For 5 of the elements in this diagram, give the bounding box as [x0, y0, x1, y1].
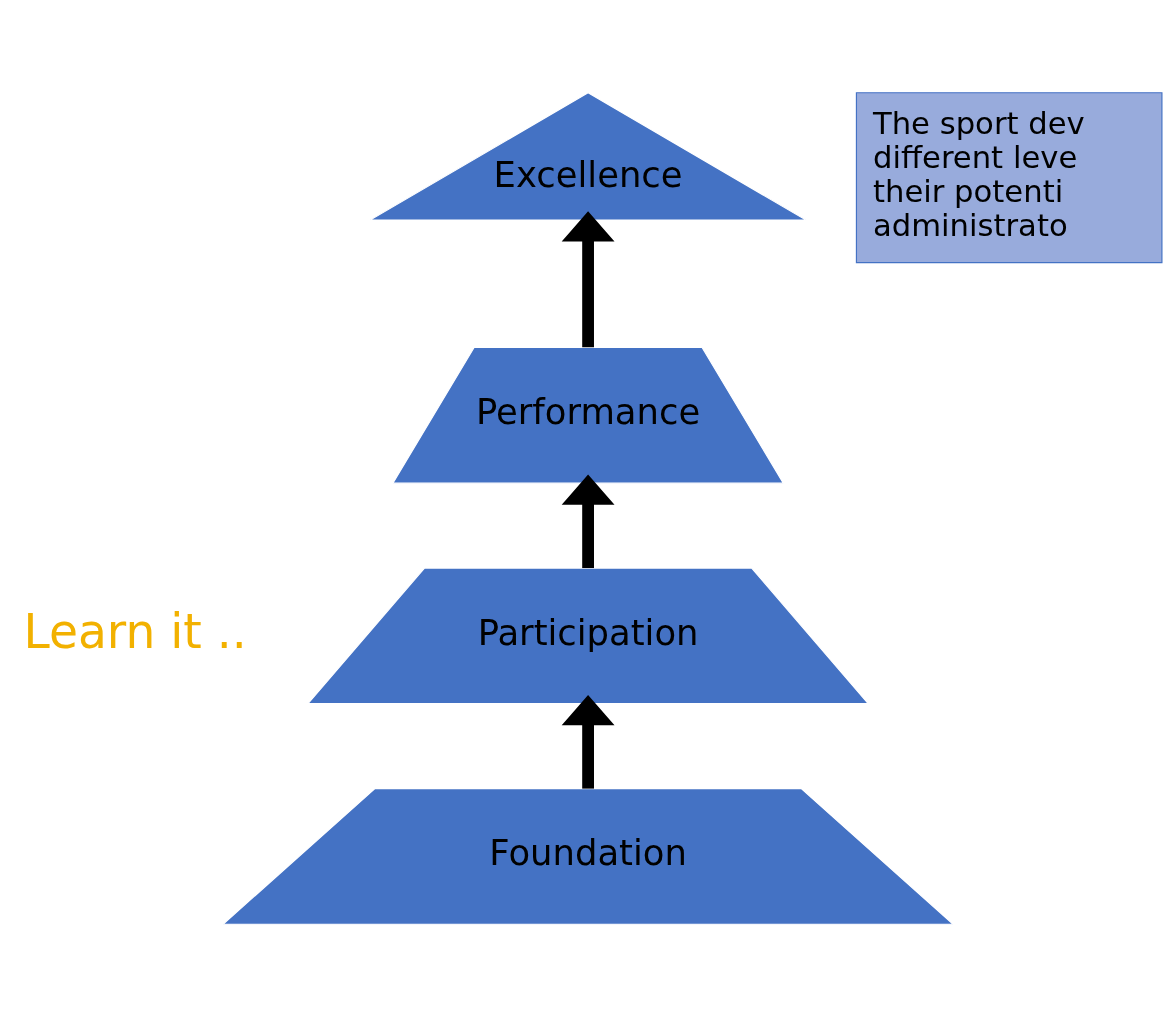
arrow	[561, 695, 615, 789]
arrow	[561, 211, 615, 348]
label: Learn it ..	[23, 603, 247, 659]
arrow	[561, 474, 615, 569]
node-box: The sport dev different leve their potenti administrato	[855, 92, 1163, 264]
